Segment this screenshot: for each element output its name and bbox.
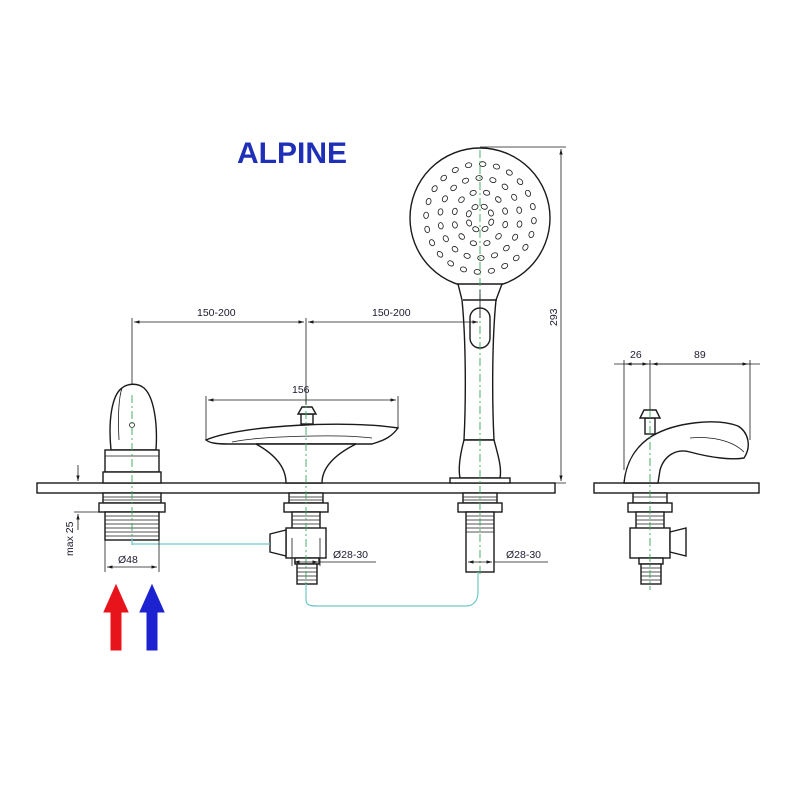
- shower-nozzle: [483, 240, 491, 246]
- dim-dia-mixer: Ø48: [118, 554, 138, 566]
- dim-spacing-right: 150-200: [372, 307, 411, 319]
- shower-nozzle: [437, 208, 444, 216]
- shower-nozzle: [479, 161, 487, 167]
- shower-nozzle: [469, 190, 477, 196]
- shower-nozzle: [487, 209, 494, 217]
- shower-nozzle: [516, 206, 523, 214]
- shower-nozzle: [495, 233, 502, 240]
- shower-nozzle: [451, 246, 459, 253]
- shower-nozzle: [431, 185, 438, 193]
- shower-nozzle: [525, 189, 531, 197]
- shower-nozzle: [492, 163, 501, 170]
- shower-nozzle: [440, 174, 447, 182]
- shower-nozzle: [450, 184, 457, 192]
- shower-nozzle: [501, 183, 509, 190]
- dim-side-projection: 89: [694, 349, 706, 361]
- shower-nozzle: [469, 240, 477, 247]
- shower-nozzle: [437, 222, 444, 230]
- shower-nozzle: [489, 177, 497, 183]
- side-deck-slab: [593, 482, 760, 494]
- shower-nozzle: [488, 218, 495, 226]
- shower-nozzle: [531, 217, 537, 225]
- dim-max-thickness: max 25: [64, 521, 76, 556]
- shower-nozzle: [442, 235, 449, 243]
- dimension-lines: [74, 146, 760, 572]
- product-title: ALPINE: [237, 137, 347, 170]
- shower-nozzle: [465, 162, 473, 169]
- dim-dia-shower: Ø28-30: [506, 549, 541, 561]
- shower-nozzle: [516, 220, 523, 228]
- shower-nozzle: [441, 195, 448, 203]
- shower-nozzle: [458, 233, 465, 240]
- shower-nozzle: [451, 167, 459, 173]
- shower-nozzle: [513, 254, 520, 262]
- shower-nozzle: [481, 225, 489, 232]
- dim-height-total: 293: [548, 308, 560, 326]
- shower-nozzle: [490, 252, 499, 259]
- dim-spacing-left: 150-200: [197, 307, 236, 319]
- shower-nozzles: [423, 161, 537, 275]
- centerlines: [131, 150, 651, 590]
- shower-nozzle: [423, 211, 429, 219]
- shower-nozzle: [501, 263, 509, 269]
- side-view-spout: [623, 409, 749, 585]
- shower-nozzle: [529, 203, 536, 211]
- shower-nozzle: [480, 203, 488, 210]
- shower-nozzle: [522, 243, 529, 251]
- shower-hose: [305, 572, 479, 607]
- shower-nozzle: [483, 189, 491, 196]
- shower-nozzle: [465, 210, 472, 218]
- shower-nozzle: [487, 267, 495, 274]
- shower-nozzle: [477, 255, 485, 261]
- shower-nozzle: [447, 260, 455, 267]
- shower-nozzle: [463, 253, 471, 259]
- shower-nozzle: [503, 244, 510, 252]
- supply-hose: [131, 538, 270, 545]
- shower-nozzle: [495, 196, 502, 203]
- shower-nozzle: [451, 207, 458, 215]
- shower-nozzle: [459, 266, 468, 273]
- shower-nozzle: [512, 233, 519, 241]
- shower-nozzle: [429, 239, 435, 247]
- shower-nozzle: [471, 204, 479, 211]
- hot-water-arrow: [103, 583, 129, 651]
- shower-nozzle: [466, 219, 473, 227]
- shower-nozzle: [436, 251, 444, 258]
- shower-nozzle: [528, 230, 535, 239]
- cold-water-arrow: [139, 583, 165, 651]
- shower-nozzle: [505, 169, 513, 176]
- shower-nozzle: [502, 221, 509, 229]
- shower-nozzle: [452, 221, 458, 229]
- dim-dia-spout: Ø28-30: [333, 549, 368, 561]
- shower-nozzle: [461, 177, 470, 184]
- dim-spout-width: 156: [292, 384, 310, 396]
- shower-nozzle: [424, 225, 431, 233]
- shower-nozzle: [475, 175, 483, 181]
- shower-nozzle: [516, 178, 524, 185]
- deck-slab: [36, 482, 556, 494]
- shower-nozzle: [502, 207, 508, 215]
- dim-side-offset: 26: [630, 349, 642, 361]
- shower-nozzle: [473, 269, 481, 275]
- shower-nozzle: [511, 193, 518, 201]
- shower-nozzle: [425, 197, 432, 206]
- shower-nozzle: [458, 196, 465, 203]
- bath-spout: [204, 406, 400, 585]
- shower-nozzle: [472, 226, 480, 233]
